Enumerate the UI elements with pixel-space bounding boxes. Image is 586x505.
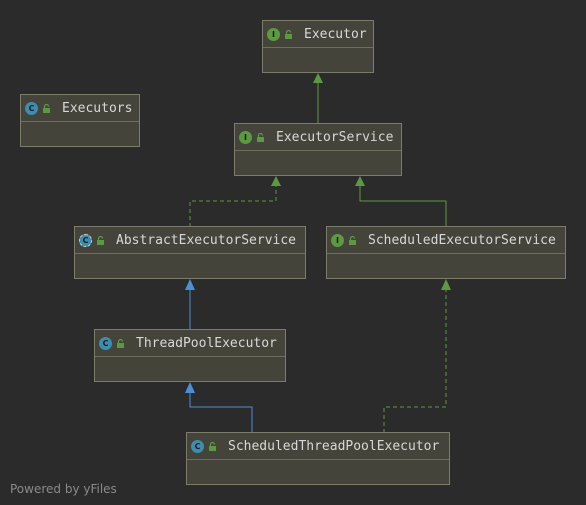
node-threadpoolexecutor-label: ThreadPoolExecutor bbox=[136, 335, 277, 351]
node-scheduledthreadpoolexecutor-header: C ScheduledThreadPoolExecutor bbox=[187, 433, 449, 460]
edge-scheduledthreadpoolexecutor-to-threadpoolexecutor bbox=[185, 382, 253, 433]
lock-icon bbox=[256, 132, 265, 142]
interface-icon: I bbox=[267, 27, 280, 41]
interface-icon: I bbox=[239, 130, 252, 144]
node-executorservice-label: ExecutorService bbox=[276, 129, 394, 145]
interface-icon: I bbox=[331, 233, 344, 247]
node-scheduledexecutorservice-label: ScheduledExecutorService bbox=[368, 232, 556, 248]
class-icon: C bbox=[99, 336, 112, 350]
node-executorservice[interactable]: I ExecutorService bbox=[234, 123, 402, 176]
lock-icon bbox=[348, 235, 357, 245]
node-scheduledthreadpoolexecutor-label: ScheduledThreadPoolExecutor bbox=[228, 438, 440, 454]
node-scheduledexecutorservice-header: I ScheduledExecutorService bbox=[327, 227, 565, 254]
edge-executorservice-to-executor bbox=[313, 73, 323, 124]
lock-icon bbox=[42, 103, 51, 113]
lock-icon bbox=[284, 29, 293, 39]
node-executor[interactable]: I Executor bbox=[262, 20, 374, 73]
edge-scheduledexecutorservice-to-executorservice bbox=[355, 176, 447, 227]
node-executor-label: Executor bbox=[304, 26, 367, 42]
node-executorservice-header: I ExecutorService bbox=[235, 124, 401, 151]
node-executors-header: C Executors bbox=[21, 95, 139, 122]
lock-icon bbox=[96, 235, 105, 245]
node-executors-label: Executors bbox=[62, 100, 133, 116]
class-icon: C bbox=[191, 439, 204, 453]
node-abstractexecutorservice-label: AbstractExecutorService bbox=[116, 232, 297, 248]
lock-icon bbox=[116, 338, 125, 348]
edge-scheduledthreadpoolexecutor-to-scheduledexecutorservice bbox=[383, 279, 451, 433]
node-executor-header: I Executor bbox=[263, 21, 373, 48]
abstract-class-icon: C bbox=[79, 233, 92, 247]
node-threadpoolexecutor[interactable]: C ThreadPoolExecutor bbox=[94, 329, 286, 382]
node-abstractexecutorservice-header: C AbstractExecutorService bbox=[75, 227, 305, 254]
lock-icon bbox=[208, 441, 217, 451]
node-threadpoolexecutor-header: C ThreadPoolExecutor bbox=[95, 330, 285, 357]
node-executors[interactable]: C Executors bbox=[20, 94, 140, 147]
node-scheduledthreadpoolexecutor[interactable]: C ScheduledThreadPoolExecutor bbox=[186, 432, 450, 485]
node-abstractexecutorservice[interactable]: C AbstractExecutorService bbox=[74, 226, 306, 279]
edge-abstractexecutorservice-to-executorservice bbox=[189, 176, 281, 227]
node-scheduledexecutorservice[interactable]: I ScheduledExecutorService bbox=[326, 226, 566, 279]
powered-by-footer: Powered by yFiles bbox=[10, 482, 117, 496]
class-icon: C bbox=[25, 101, 38, 115]
edge-threadpoolexecutor-to-abstractexecutorservice bbox=[185, 279, 195, 330]
